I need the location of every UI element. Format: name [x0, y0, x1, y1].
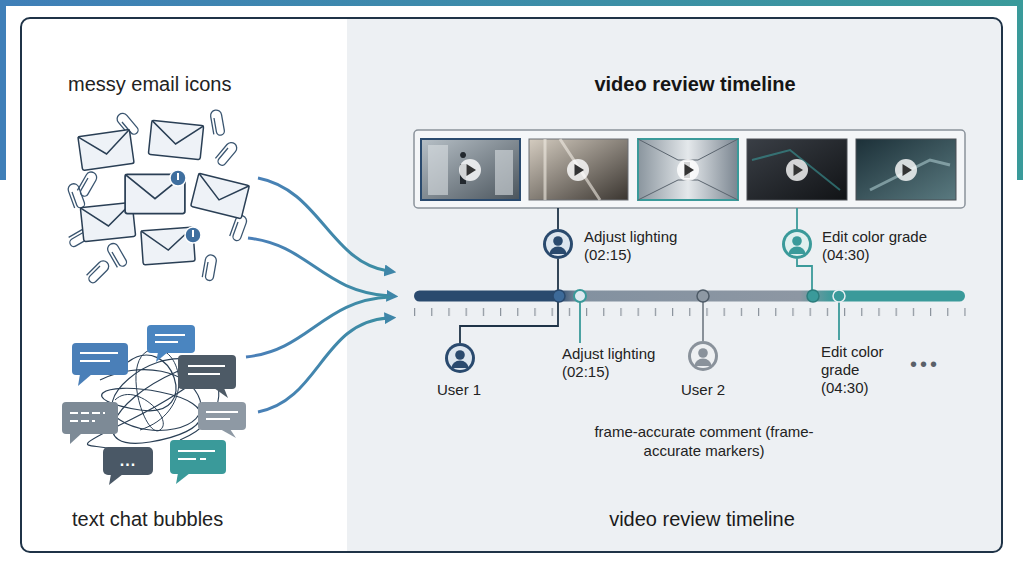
- illustration-label: messy email icons: [68, 72, 308, 96]
- comment-text: Edit color grade (04:30): [822, 228, 947, 264]
- chat-bubble: ...: [103, 447, 153, 475]
- panel-heading: video review timeline: [367, 72, 1023, 96]
- comment-text: Adjust lighting (02:15): [584, 228, 694, 264]
- side-band: [0, 0, 6, 180]
- side-band: [1017, 0, 1023, 180]
- user-name: User 1: [437, 381, 497, 399]
- more-ellipsis: •••: [910, 352, 950, 376]
- bubble-tail-shape: [109, 474, 123, 485]
- comment-text: Adjust lighting (02:15): [562, 345, 672, 381]
- panel-caption: video review timeline: [374, 507, 1023, 531]
- user-name: User 2: [681, 381, 741, 399]
- comment-text: Edit color grade (04:30): [821, 343, 901, 397]
- illustration-label: text chat bubbles: [72, 507, 312, 531]
- review-panel: video review timelinevideo review timeli…: [347, 19, 1001, 551]
- bubble-text: ...: [103, 451, 153, 471]
- bubble-tail: [109, 474, 125, 486]
- annotation-note: frame-accurate comment (frame-accurate m…: [594, 422, 814, 460]
- top-band: [0, 0, 1023, 6]
